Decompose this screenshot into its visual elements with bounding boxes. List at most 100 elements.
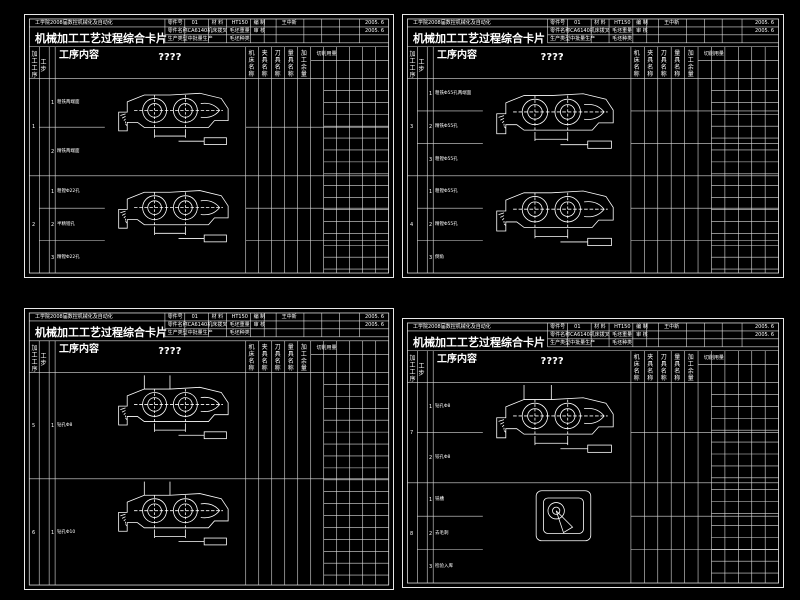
content-header: 工序内容 (437, 50, 477, 61)
fixture-header: 夹具名称 (647, 50, 654, 78)
allowance-header: 加工余量 (687, 50, 694, 78)
part-name-label: 零件名称 (167, 28, 188, 34)
step-text: 粗铣Φ55孔两端面 (435, 91, 472, 97)
weight-label: 毛坯重量 (229, 322, 250, 328)
cut-header: 切削用量 (703, 355, 724, 361)
step-number: 1 (51, 99, 55, 106)
school-title: 工学院2008届数控机械化及自动化 (35, 314, 113, 320)
blank-label: 毛坯种类 (229, 330, 250, 336)
process-header: 加工工序 (31, 51, 38, 79)
machine-header: 机床名称 (633, 50, 640, 78)
step-text: 去毛刺 (435, 530, 449, 536)
step-text: 检验入库 (435, 564, 453, 570)
prod-value: 中批量生产 (187, 330, 213, 336)
content-header: 工序内容 (437, 354, 477, 365)
drawing-no: 01 (191, 314, 198, 320)
part-name: CA6140机床拨叉 (570, 28, 610, 34)
prod-label: 生产类型 (167, 330, 188, 336)
material-label: 材 料 (211, 20, 224, 26)
material: HT150 (231, 314, 248, 320)
drawing-no: 01 (574, 20, 581, 26)
measure-header: 量具名称 (287, 344, 294, 372)
part-name: CA6140机床拨叉 (187, 322, 228, 328)
step-number: 3 (429, 254, 433, 261)
card-grid (406, 322, 780, 584)
process-number: 7 (410, 429, 414, 436)
step-text: 粗铣两端面 (57, 99, 80, 105)
process-header: 加工工序 (409, 355, 416, 383)
step-header: 工步 (40, 353, 47, 367)
school-title: 工学院2008届数控机械化及自动化 (413, 20, 491, 26)
step-number: 2 (429, 454, 433, 461)
card-grid (28, 312, 390, 586)
step-number: 1 (51, 422, 55, 429)
fixture-header: 夹具名称 (647, 354, 654, 382)
prod-label: 生产类型 (550, 36, 571, 42)
date-value: 2005. 6 (365, 314, 385, 320)
content-placeholder: ???? (158, 346, 182, 357)
date-value: 2005. 6 (755, 20, 775, 26)
process-header: 加工工序 (31, 345, 38, 373)
step-text: 铣槽 (435, 496, 444, 502)
fig-label: 编 制 (636, 20, 648, 26)
process-number: 6 (32, 529, 36, 536)
fig-label: 编 制 (253, 314, 266, 320)
step-header: 工步 (418, 363, 425, 377)
drawing-no-label: 零件号 (167, 314, 183, 320)
card-title: 机械加工工艺过程综合卡片 (413, 336, 545, 349)
cut-header: 切削用量 (316, 345, 337, 351)
blank-label: 毛坯种类 (612, 340, 633, 346)
drawing-no: 01 (574, 324, 581, 330)
process-number: 3 (410, 124, 414, 130)
weight-label: 毛坯重量 (229, 28, 250, 34)
step-text: 粗镗Φ55孔 (435, 156, 458, 162)
step-text: 粗镗Φ55孔 (435, 189, 458, 195)
step-number: 2 (429, 222, 433, 228)
part-name: CA6140机床拨叉 (187, 28, 228, 34)
machine-header: 机床名称 (633, 354, 640, 382)
step-text: 精铣两端面 (57, 148, 80, 154)
part-drawing (118, 481, 229, 546)
blank-label: 毛坯种类 (612, 36, 633, 42)
step-number: 2 (51, 222, 55, 228)
fig-label: 编 制 (253, 20, 266, 26)
check-value: 2005. 6 (755, 332, 775, 338)
part-name-label: 零件名称 (550, 28, 571, 34)
fig-value: 王中新 (664, 20, 680, 26)
part-name: CA6140机床拨叉 (570, 332, 610, 338)
step-number: 1 (429, 404, 433, 411)
school-title: 工学院2008届数控机械化及自动化 (413, 324, 491, 330)
drawing-no-label: 零件号 (550, 20, 566, 26)
process-number: 2 (32, 222, 36, 228)
step-text: 精铣Φ55孔 (435, 124, 458, 129)
weight-label: 毛坯重量 (612, 332, 633, 338)
fixture-header: 夹具名称 (261, 50, 268, 78)
part-drawing (118, 190, 229, 243)
step-text: 粗镗Φ22孔 (57, 189, 80, 195)
prod-value: 中批量生产 (187, 36, 213, 42)
part-drawing (118, 375, 229, 440)
step-number: 1 (51, 189, 55, 196)
measure-header: 量具名称 (674, 354, 681, 382)
check-label: 审 核 (253, 28, 266, 34)
step-number: 1 (429, 496, 433, 503)
fig-value: 王中新 (664, 324, 680, 330)
card-grid (28, 18, 390, 274)
step-text: 铰孔Φ8 (435, 454, 451, 460)
part-drawing (118, 92, 229, 145)
date-value: 2005. 6 (755, 324, 775, 330)
drawing-no: 01 (191, 20, 198, 26)
step-text: 倒角 (435, 254, 444, 260)
drawing-no-label: 零件号 (550, 324, 566, 330)
material-label: 材 料 (594, 20, 606, 26)
step-header: 工步 (40, 59, 47, 73)
measure-header: 量具名称 (674, 50, 681, 78)
part-drawing (535, 490, 592, 542)
material-label: 材 料 (211, 314, 224, 320)
measure-header: 量具名称 (287, 50, 294, 78)
check-value: 2005. 6 (365, 322, 385, 328)
